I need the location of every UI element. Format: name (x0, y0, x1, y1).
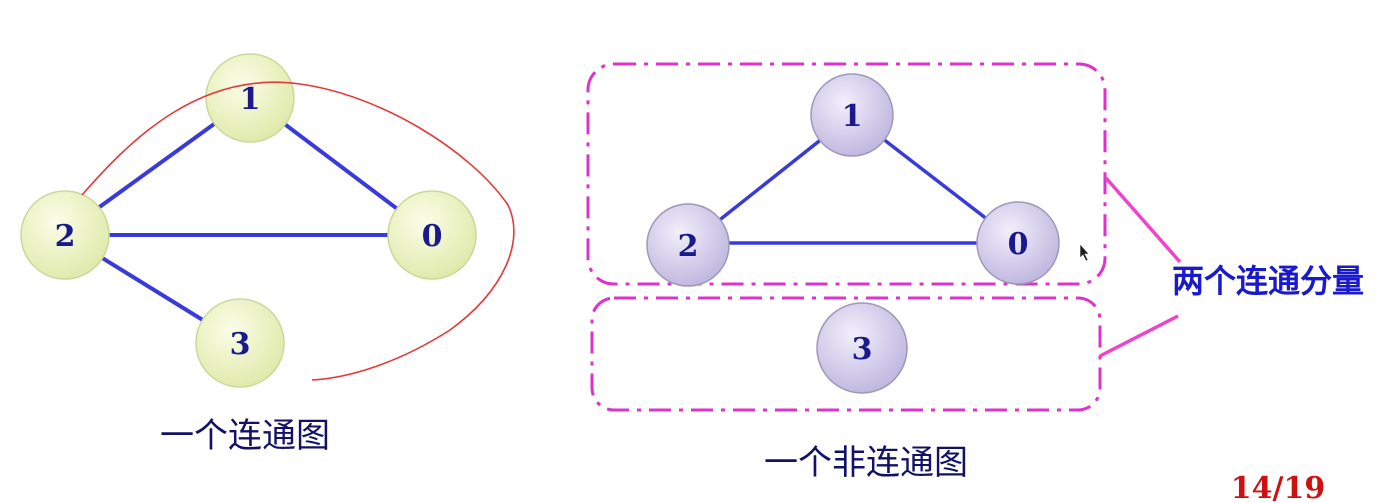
connected-graph-caption: 一个连通图 (160, 416, 330, 456)
page-number: 14/19 (1231, 471, 1325, 503)
node-1: 1 (205, 53, 295, 143)
node-1-label: 1 (842, 99, 863, 134)
node-1-label: 1 (240, 82, 261, 117)
component-box-2 (590, 296, 1102, 412)
node-0: 0 (976, 201, 1060, 285)
disconnected-graph: 1 2 0 3 两个连通分量 一个非连通图 (586, 62, 1364, 483)
node-2: 2 (20, 190, 110, 280)
node-1: 1 (810, 73, 894, 157)
component-bracket (1099, 176, 1182, 358)
component-box-1 (586, 62, 1107, 286)
node-3: 3 (816, 302, 908, 394)
node-3: 3 (195, 298, 285, 388)
node-0-label: 0 (1008, 227, 1029, 262)
connected-graph: 1 2 0 3 一个连通图 (20, 53, 515, 456)
hand-drawn-annotation (81, 81, 515, 381)
node-2-label: 2 (678, 229, 699, 264)
node-0-label: 0 (422, 219, 443, 254)
node-2: 2 (646, 203, 730, 287)
mouse-cursor-icon (1079, 243, 1090, 262)
node-2-label: 2 (55, 219, 76, 254)
node-3-label: 3 (852, 332, 873, 367)
node-0: 0 (387, 190, 477, 280)
node-3-label: 3 (230, 327, 251, 362)
component-count-label: 两个连通分量 (1172, 262, 1364, 300)
disconnected-graph-caption: 一个非连通图 (764, 443, 968, 483)
